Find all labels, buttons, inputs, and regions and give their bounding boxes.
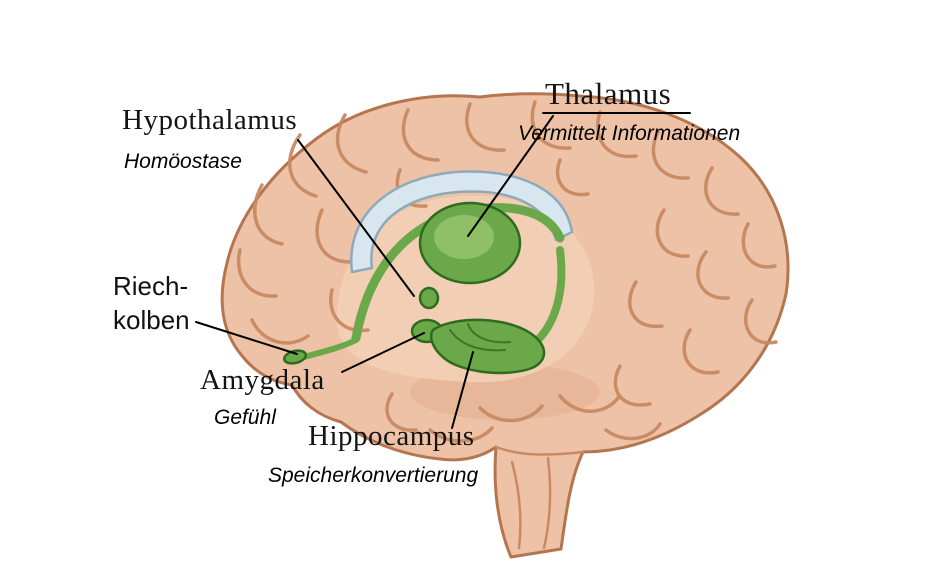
leader-lines	[195, 112, 691, 429]
hippocampus-ridges	[449, 323, 511, 352]
hippocampus-sublabel: Speicherkonvertierung	[268, 464, 479, 487]
hippocampus-label: Hippocampus	[308, 420, 475, 452]
thalamus-highlight	[434, 215, 494, 259]
riechkolben-label-line1: Riech-	[113, 271, 189, 301]
thalamus-sublabel: Vermittelt Informationen	[518, 122, 741, 145]
thalamus-label: Thalamus	[545, 76, 672, 111]
amygdala-sublabel: Gefühl	[214, 406, 276, 429]
olfactory-tract-shape	[301, 337, 359, 360]
gyri-lines	[236, 100, 778, 443]
brainstem-lines	[494, 445, 585, 550]
riechkolben-label: Riech- kolben	[113, 270, 190, 338]
hypothalamus-leader-line	[297, 139, 415, 297]
olfactory-bulb-shape	[282, 349, 308, 365]
hypothalamus-label: Hypothalamus	[122, 104, 298, 136]
amygdala-leader-line	[341, 332, 425, 373]
amygdala-label: Amygdala	[200, 364, 325, 396]
riechkolben-leader-line	[195, 321, 298, 355]
hippocampus-shape	[429, 318, 546, 375]
corpus-callosum-band	[350, 170, 574, 274]
hippocampus-leader-line	[451, 351, 474, 429]
riechkolben-label-line2: kolben	[113, 304, 190, 335]
limbic-structures	[282, 201, 546, 375]
hypothalamus-shape	[418, 286, 440, 310]
corpus-callosum	[350, 170, 574, 274]
hypothalamus-sublabel: Homöostase	[124, 150, 242, 173]
thalamus-leader-line	[467, 115, 554, 237]
